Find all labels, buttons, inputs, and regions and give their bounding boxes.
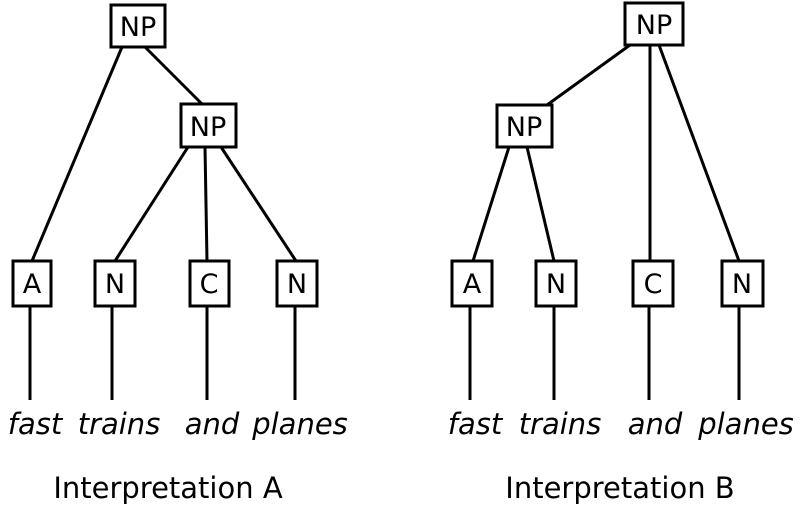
tree-interpretation-b: NP NP A N C N [448,1,794,505]
word-and: and [628,407,683,441]
leaf-c-label: C [644,269,663,300]
node-inner-np-label: NP [190,112,226,143]
node-root-np: NP [109,3,167,49]
leaf-n2-box [275,259,319,308]
node-root-np-box [623,1,685,47]
edge-inner-to-a [471,146,511,262]
leaf-n1-label: N [546,269,566,300]
node-root-np-label: NP [636,10,672,41]
tree-interpretation-a: NP NP A N C N [8,3,348,505]
edge-root-to-a [30,46,124,262]
word-trains: trains [78,407,161,441]
word-trains: trains [519,407,602,441]
edge-inner-to-c [203,146,209,262]
leaf-n2-label: N [287,269,307,300]
leaf-n1-box [534,259,578,308]
word-and: and [185,407,240,441]
node-inner-np-label: NP [506,112,542,143]
leaf-n1-box [93,259,137,308]
leaf-node-n2: N [720,259,765,308]
caption-interpretation-a: Interpretation A [53,471,283,505]
leaf-node-n1: N [93,259,137,308]
edge-root-to-inner-np [143,45,206,108]
leaf-a-label: A [23,269,42,300]
node-inner-np-box [495,103,554,149]
node-root-np-label: NP [120,12,156,43]
leaf-node-n1: N [534,259,578,308]
leaf-c-box [188,259,231,308]
leaf-node-a: A [11,259,53,308]
leaf-a-label: A [463,269,482,300]
node-root-np: NP [623,1,685,47]
node-inner-np-box [179,102,238,149]
word-planes: planes [251,407,348,441]
leaf-node-c: C [631,259,675,308]
leaf-n1-label: N [105,269,125,300]
leaf-c-box [631,259,675,308]
node-inner-np: NP [495,103,554,149]
leaf-a-box [450,259,494,308]
word-fast: fast [448,407,504,441]
leaf-n2-box [720,259,765,308]
leaf-c-label: C [200,269,219,300]
caption-interpretation-b: Interpretation B [505,471,734,505]
edge-inner-to-n2 [219,146,298,262]
edge-root-to-inner-np [546,43,631,107]
leaf-a-box [11,259,53,308]
node-root-np-box [109,3,167,49]
leaf-node-c: C [188,259,231,308]
node-inner-np: NP [179,102,238,149]
leaf-node-n2: N [275,259,319,308]
word-fast: fast [8,407,64,441]
edge-inner-to-n1 [113,146,190,262]
leaf-node-a: A [450,259,494,308]
leaf-n2-label: N [732,269,752,300]
word-planes: planes [697,407,794,441]
edge-inner-to-n1 [525,146,556,262]
edge-root-to-n2 [657,44,741,262]
